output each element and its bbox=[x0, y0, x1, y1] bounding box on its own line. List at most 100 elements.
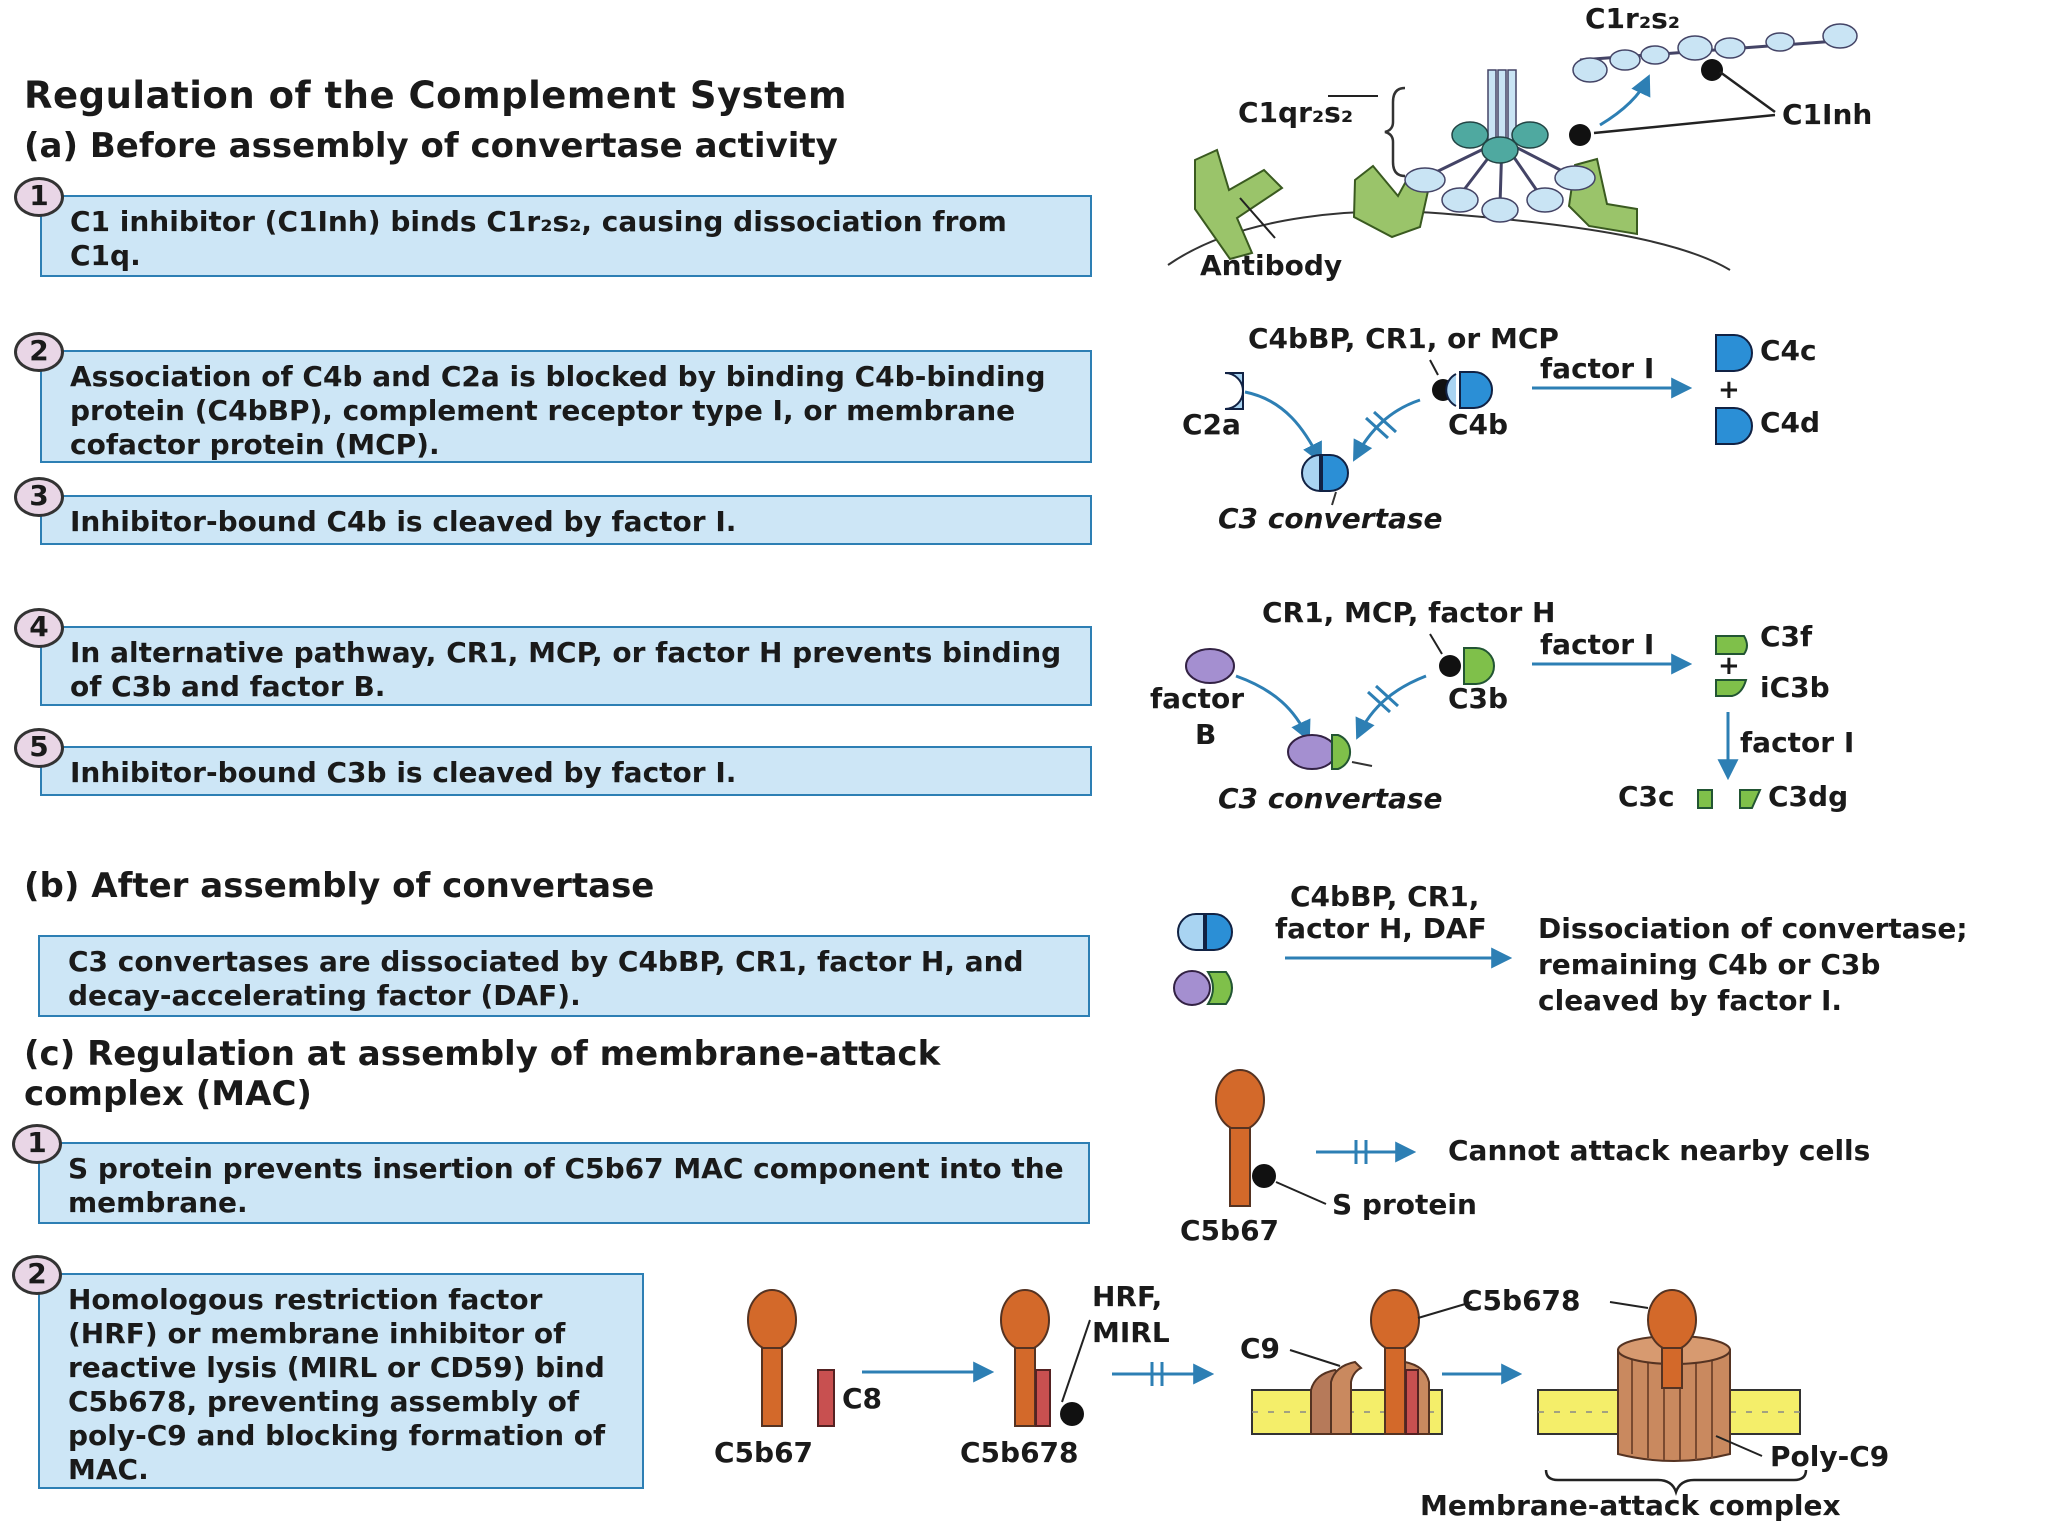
label-c4b: C4b bbox=[1448, 408, 1508, 441]
label-c3b: C3b bbox=[1448, 682, 1508, 715]
c3-convertase-c2a-half bbox=[1301, 453, 1321, 493]
c5b678-c8-part bbox=[1035, 1369, 1051, 1427]
label-c3-convertase-a: C3 convertase bbox=[1218, 502, 1443, 535]
label-mirl: MIRL bbox=[1092, 1316, 1170, 1349]
c1-complex-illustration bbox=[1167, 23, 1858, 271]
c1inh-dot-bound bbox=[1569, 124, 1591, 146]
step-a2-box: Association of C4b and C2a is blocked by… bbox=[40, 350, 1092, 463]
convertase-green-right bbox=[1206, 971, 1233, 1005]
page-title: Regulation of the Complement System bbox=[24, 74, 848, 117]
section-c-heading-line1: (c) Regulation at assembly of membrane-a… bbox=[24, 1034, 941, 1074]
step-a4-box: In alternative pathway, CR1, MCP, or fac… bbox=[40, 626, 1092, 706]
c3-convertase-factorb-half bbox=[1287, 734, 1337, 770]
step-a3-text: Inhibitor-bound C4b is cleaved by factor… bbox=[70, 505, 737, 538]
section-c-heading-line2: complex (MAC) bbox=[24, 1074, 312, 1114]
step-a1-text: C1 inhibitor (C1Inh) binds C1r₂s₂, causi… bbox=[70, 205, 1007, 272]
c3-convertase-c3b-half bbox=[1331, 734, 1352, 770]
step-c1-text: S protein prevents insertion of C5b67 MA… bbox=[68, 1152, 1064, 1219]
step-a1-number: 1 bbox=[14, 177, 64, 217]
label-c5b67-c2: C5b67 bbox=[714, 1436, 813, 1469]
antibody-shape-left bbox=[1194, 148, 1284, 261]
label-factor-i-c: factor I bbox=[1740, 726, 1854, 759]
label-c3c: C3c bbox=[1618, 780, 1675, 813]
step-a5-box: Inhibitor-bound C3b is cleaved by factor… bbox=[40, 746, 1092, 796]
s-protein-dot bbox=[1252, 1164, 1276, 1188]
step-a5-text: Inhibitor-bound C3b is cleaved by factor… bbox=[70, 756, 737, 789]
label-dissoc-agents-line1: C4bBP, CR1, bbox=[1290, 880, 1479, 913]
label-c1r2s2: C1r₂s₂ bbox=[1585, 2, 1680, 35]
label-c4bbp-cr1-mcp: C4bBP, CR1, or MCP bbox=[1248, 322, 1559, 355]
ic3b-fragment bbox=[1715, 679, 1748, 697]
c4b-shape bbox=[1459, 371, 1493, 409]
label-c3f: C3f bbox=[1760, 620, 1813, 653]
c5b67-head-c2 bbox=[747, 1289, 797, 1351]
step-a2-text: Association of C4b and C2a is blocked by… bbox=[70, 360, 1046, 461]
label-dissoc-result-line1: Dissociation of convertase; bbox=[1538, 912, 1968, 945]
c5b67-stem-c2 bbox=[761, 1347, 783, 1427]
c5b678-stem bbox=[1014, 1347, 1036, 1427]
step-a3-box: Inhibitor-bound C4b is cleaved by factor… bbox=[40, 495, 1092, 545]
label-c8: C8 bbox=[842, 1382, 882, 1415]
c4c-fragment bbox=[1715, 334, 1753, 372]
c2a-shape bbox=[1224, 372, 1244, 410]
step-c2-number: 2 bbox=[12, 1255, 62, 1295]
c8-shape bbox=[817, 1369, 835, 1427]
label-c3dg: C3dg bbox=[1768, 780, 1848, 813]
label-poly-c9: Poly-C9 bbox=[1770, 1440, 1889, 1473]
label-c5b678-top: C5b678 bbox=[1462, 1284, 1581, 1317]
label-dissoc-result-line3: cleaved by factor I. bbox=[1538, 984, 1842, 1017]
inhibitor-dot-c3b bbox=[1439, 655, 1461, 677]
factor-b-shape bbox=[1185, 648, 1235, 684]
label-c1qr2s2: C1qr₂s₂ bbox=[1238, 96, 1353, 129]
step-c1-number: 1 bbox=[12, 1124, 62, 1164]
step-c2-text: Homologous restriction factor (HRF) or m… bbox=[68, 1283, 606, 1486]
c3dg-fragment bbox=[1739, 789, 1762, 809]
label-s-protein: S protein bbox=[1332, 1188, 1477, 1221]
label-dissoc-result-line2: remaining C4b or C3b bbox=[1538, 948, 1880, 981]
c3-convertase-c4b-half bbox=[1321, 454, 1349, 492]
label-cr1-mcp-factorh: CR1, MCP, factor H bbox=[1262, 596, 1555, 629]
label-cannot-attack: Cannot attack nearby cells bbox=[1448, 1134, 1870, 1167]
label-factor-b-line2: B bbox=[1195, 718, 1216, 751]
c5b67-head bbox=[1215, 1069, 1265, 1131]
label-c5b67-c1: C5b67 bbox=[1180, 1214, 1279, 1247]
mac-c5b-head-right bbox=[1647, 1289, 1697, 1351]
section-a-heading: (a) Before assembly of convertase activi… bbox=[24, 126, 838, 166]
label-c2a: C2a bbox=[1182, 408, 1241, 441]
step-c2-box: Homologous restriction factor (HRF) or m… bbox=[38, 1273, 644, 1489]
c3c-fragment bbox=[1697, 789, 1713, 809]
step-b1-box: C3 convertases are dissociated by C4bBP,… bbox=[38, 935, 1090, 1017]
label-dissoc-agents-line2: factor H, DAF bbox=[1275, 912, 1487, 945]
step-a3-number: 3 bbox=[14, 477, 64, 517]
label-factor-b-line1: factor bbox=[1150, 682, 1244, 715]
hrf-mirl-dot bbox=[1060, 1402, 1084, 1426]
label-c4d: C4d bbox=[1760, 406, 1820, 439]
convertase-blue-right bbox=[1205, 913, 1233, 951]
label-mac: Membrane-attack complex bbox=[1420, 1489, 1841, 1522]
label-c4c: C4c bbox=[1760, 334, 1817, 367]
mac-c5b-head-left bbox=[1370, 1289, 1420, 1351]
step-c1-box: S protein prevents insertion of C5b67 MA… bbox=[38, 1142, 1090, 1224]
plus-a: + bbox=[1718, 375, 1740, 405]
section-b-heading: (b) After assembly of convertase bbox=[24, 866, 655, 906]
step-a4-number: 4 bbox=[14, 608, 64, 648]
convertase-purple-left bbox=[1173, 970, 1211, 1006]
label-c9: C9 bbox=[1240, 1332, 1280, 1365]
label-c1inh: C1Inh bbox=[1782, 98, 1872, 131]
poly-c9-pore bbox=[1617, 1349, 1731, 1462]
label-c5b678-below: C5b678 bbox=[960, 1436, 1079, 1469]
c1inh-dot-free bbox=[1701, 59, 1723, 81]
label-factor-i-b: factor I bbox=[1540, 628, 1654, 661]
label-antibody: Antibody bbox=[1200, 249, 1342, 282]
label-ic3b: iC3b bbox=[1760, 671, 1830, 704]
c5b678-head bbox=[1000, 1289, 1050, 1351]
step-a1-box: C1 inhibitor (C1Inh) binds C1r₂s₂, causi… bbox=[40, 195, 1092, 277]
step-a4-text: In alternative pathway, CR1, MCP, or fac… bbox=[70, 636, 1062, 703]
step-a5-number: 5 bbox=[14, 728, 64, 768]
plus-b: + bbox=[1718, 651, 1740, 681]
convertase-blue-left bbox=[1177, 913, 1205, 951]
label-hrf: HRF, bbox=[1092, 1280, 1162, 1313]
c4d-fragment bbox=[1715, 407, 1753, 445]
step-b1-text: C3 convertases are dissociated by C4bBP,… bbox=[68, 945, 1024, 1012]
